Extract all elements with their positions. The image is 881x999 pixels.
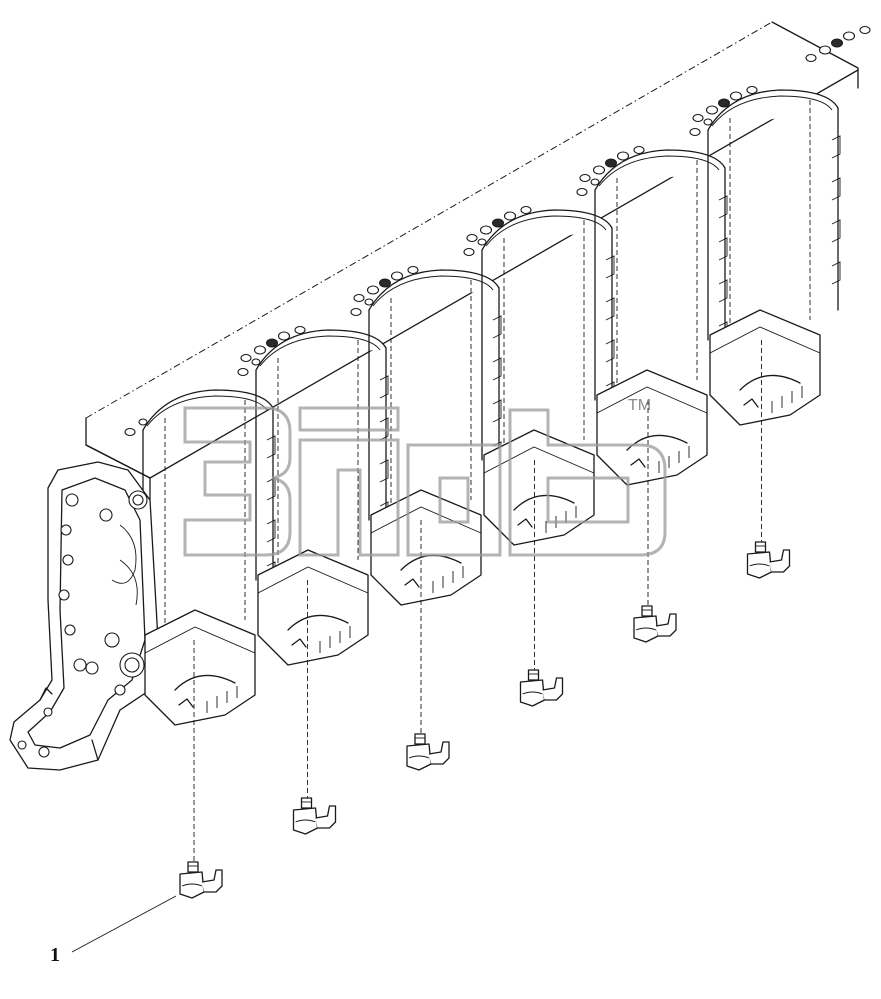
block-front-plate <box>9 461 159 771</box>
part-callout-1: 1 <box>50 944 60 966</box>
piston-cooling-nozzle-2 <box>292 580 337 835</box>
block-top-deck <box>85 21 859 501</box>
piston-cooling-nozzles <box>179 340 791 899</box>
deck-holes-6 <box>689 25 871 137</box>
cylinder-bore-2 <box>255 329 389 581</box>
cylinder-bore-3 <box>368 269 502 521</box>
deck-holes-1 <box>124 325 306 437</box>
bearing-web-1 <box>144 609 256 726</box>
bearing-web-2 <box>257 549 369 666</box>
deck-holes-3 <box>350 205 532 317</box>
cylinder-bore-6 <box>707 89 841 341</box>
deck-bolt-holes <box>124 25 871 437</box>
piston-cooling-nozzle-5 <box>633 400 677 643</box>
piston-cooling-nozzle-4 <box>519 460 564 707</box>
callout-leader-1 <box>71 895 177 953</box>
cylinder-bore-1 <box>142 389 276 641</box>
cylinder-bore-5 <box>594 149 728 401</box>
watermark-logo: TM <box>183 397 667 557</box>
bearing-web-3 <box>370 489 482 606</box>
deck-holes-2 <box>237 265 419 377</box>
piston-cooling-nozzle-1 <box>179 640 223 899</box>
deck-holes-5 <box>576 85 758 197</box>
trademark-text: TM <box>628 397 651 414</box>
piston-cooling-nozzle-3 <box>406 520 450 771</box>
piston-cooling-nozzle-6 <box>746 340 791 579</box>
bearing-web-5 <box>596 369 708 486</box>
bearing-web-6 <box>709 309 821 426</box>
deck-holes-4 <box>463 145 645 257</box>
main-bearing-webs <box>144 309 821 726</box>
cylinder-bore-4 <box>481 209 615 461</box>
